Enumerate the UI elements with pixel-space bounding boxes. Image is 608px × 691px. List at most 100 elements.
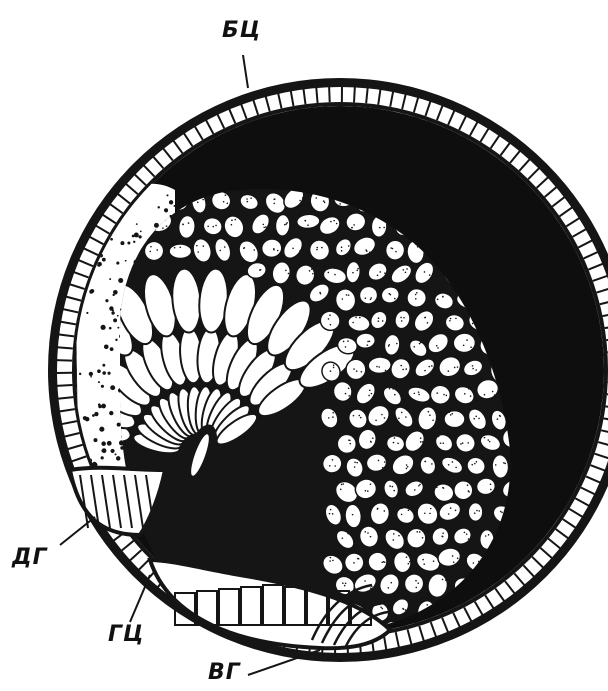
cell-dot xyxy=(497,418,499,420)
cell-dot xyxy=(437,299,439,301)
cell-dot xyxy=(468,490,470,492)
cell-dot xyxy=(286,222,288,224)
cell-dot xyxy=(429,274,431,276)
cell-dot xyxy=(348,395,350,397)
speckle xyxy=(94,412,98,416)
cell-dot xyxy=(265,226,267,228)
cell-dot xyxy=(341,246,343,248)
cell-dot xyxy=(378,460,380,462)
cell-dot xyxy=(166,225,168,227)
cell-dot xyxy=(388,344,390,346)
cell-dot xyxy=(380,606,382,608)
cell-dot xyxy=(367,341,369,343)
label-bottom-left: ГЦ xyxy=(108,622,144,647)
cell-dot xyxy=(415,294,417,296)
cell-dot xyxy=(315,197,317,199)
cell-dot xyxy=(319,292,321,294)
cell-dot xyxy=(345,582,347,584)
speckle xyxy=(86,312,88,314)
yolk-cell xyxy=(454,480,474,500)
cell-dot xyxy=(323,200,325,202)
ring-cell-wall xyxy=(57,347,73,348)
cell-dot xyxy=(476,461,478,463)
cell-dot xyxy=(312,273,314,275)
cell-dot xyxy=(330,324,332,326)
cell-dot xyxy=(289,267,291,269)
cell-dot xyxy=(398,417,400,419)
cell-dot xyxy=(234,219,236,221)
yolk-cell xyxy=(346,359,366,379)
cell-dot xyxy=(422,559,424,561)
cell-dot xyxy=(448,412,450,414)
cell-dot xyxy=(341,250,343,252)
cell-dot xyxy=(348,294,350,296)
cell-dot xyxy=(490,483,492,485)
cell-dot xyxy=(442,579,444,581)
cell-dot xyxy=(452,555,454,557)
cell-dot xyxy=(407,466,409,468)
cell-dot xyxy=(466,533,468,535)
speckle xyxy=(91,213,93,215)
speckle xyxy=(134,233,139,238)
cell-dot xyxy=(487,439,489,441)
cell-dot xyxy=(371,393,373,395)
speckle xyxy=(102,371,106,375)
speckle xyxy=(164,208,168,212)
yolk-cell xyxy=(494,617,523,646)
cell-dot xyxy=(494,533,496,535)
cell-dot xyxy=(418,485,420,487)
cell-dot xyxy=(392,539,394,541)
cell-dot xyxy=(418,394,420,396)
speckle xyxy=(113,318,117,322)
cell-dot xyxy=(302,203,304,205)
cell-dot xyxy=(428,411,430,413)
speckle xyxy=(101,325,106,330)
cell-dot xyxy=(449,320,451,322)
cell-dot xyxy=(307,224,309,226)
speckle xyxy=(92,414,95,417)
cell-dot xyxy=(408,509,410,511)
cell-dot xyxy=(473,562,475,564)
cell-dot xyxy=(478,418,480,420)
cell-dot xyxy=(354,466,356,468)
cell-dot xyxy=(364,531,366,533)
cell-dot xyxy=(284,224,286,226)
cell-dot xyxy=(475,369,477,371)
speckle xyxy=(98,403,101,406)
cell-dot xyxy=(382,467,384,469)
cell-dot xyxy=(453,561,455,563)
cell-dot xyxy=(188,222,190,224)
cell-dot xyxy=(203,245,205,247)
cell-dot xyxy=(395,251,397,253)
cell-dot xyxy=(333,220,335,222)
yolk-cell xyxy=(444,410,465,427)
cell-dot xyxy=(330,221,332,223)
cell-dot xyxy=(207,225,209,227)
cell-dot xyxy=(464,393,466,395)
speckle xyxy=(111,311,114,314)
cell-dot xyxy=(358,415,360,417)
cell-dot xyxy=(263,227,265,229)
cell-dot xyxy=(302,197,304,199)
cell-dot xyxy=(472,323,474,325)
cell-dot xyxy=(260,269,262,271)
cell-dot xyxy=(353,224,355,226)
cell-dot xyxy=(393,442,395,444)
cell-dot xyxy=(499,415,501,417)
cell-dot xyxy=(401,508,403,510)
cell-dot xyxy=(416,531,418,533)
cell-dot xyxy=(405,368,407,370)
cell-dot xyxy=(450,318,452,320)
speckle xyxy=(101,441,106,446)
cell-dot xyxy=(342,298,344,300)
cell-dot xyxy=(351,227,353,229)
speckle xyxy=(102,448,107,453)
cell-dot xyxy=(405,271,407,273)
cell-dot xyxy=(332,459,334,461)
cell-dot xyxy=(321,247,323,249)
cell-dot xyxy=(347,340,349,342)
label-top: БЦ xyxy=(222,18,261,43)
speckle xyxy=(102,364,105,367)
speckle xyxy=(93,438,97,442)
